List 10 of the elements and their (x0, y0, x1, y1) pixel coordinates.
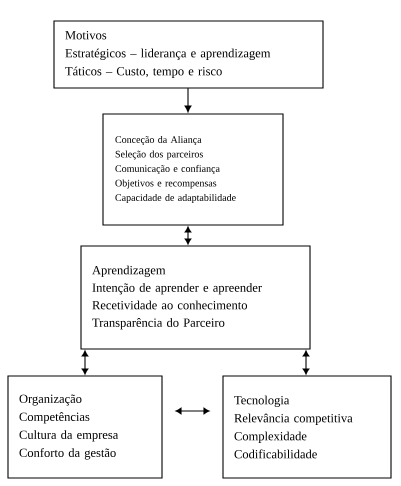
arrow (82, 350, 88, 374)
arrow (184, 226, 192, 244)
arrow (184, 88, 192, 112)
text-box: Tecnologia Relevância competitiva Complexidade Codificabilidade (222, 375, 392, 479)
text-box: Organização Competências Cultura da empresa Conforto da gestão (7, 375, 163, 479)
text-box: Conceção da Aliança Seleção dos parceiros Comunicação e confiança Objetivos e recompensas Capacidade de adaptabilidade (102, 113, 284, 226)
text-box: Aprendizagem Intenção de aprender e apreender Recetividade ao conhecimento Transparência do Parceiro (80, 245, 311, 350)
arrow (176, 408, 210, 414)
text-box: Motivos Estratégicos – liderança e aprendizagem Táticos – Custo, tempo e risco (53, 20, 324, 89)
arrow (302, 350, 310, 374)
